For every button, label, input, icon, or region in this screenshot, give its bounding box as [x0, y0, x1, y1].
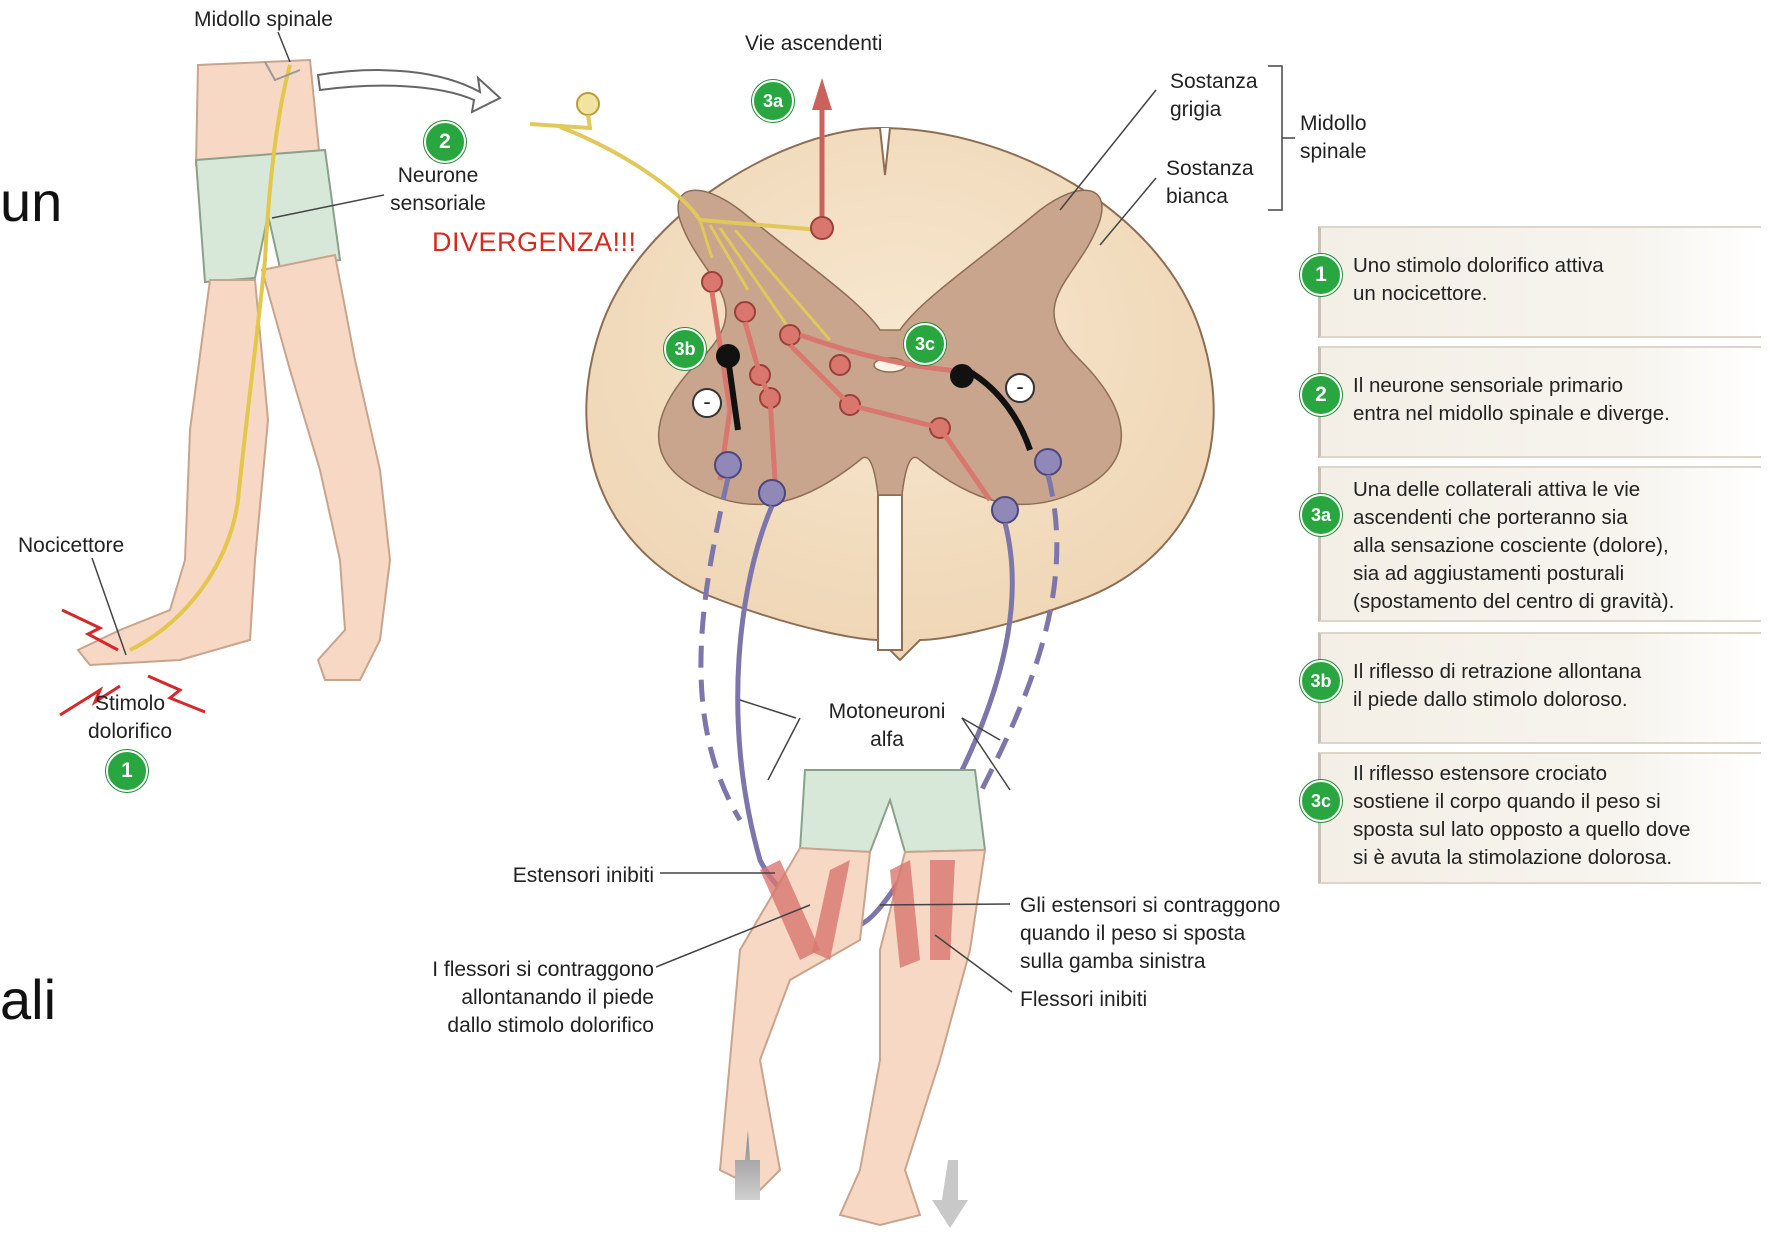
step-3a-text: Una delle collaterali attiva le vie asce… [1353, 476, 1753, 616]
badge-3c: 3c [904, 323, 946, 365]
label-flessori-contraggono: I flessori si contraggono allontanando i… [380, 956, 654, 1040]
step-1-badge: 1 [1300, 254, 1342, 296]
step-3c-panel: 3c Il riflesso estensore crociato sostie… [1318, 752, 1761, 884]
cord-zoom-arrow [318, 70, 500, 112]
label-midollo-spinale: Midollo spinale [194, 6, 333, 34]
label-divergenza: DIVERGENZA!!! [432, 228, 637, 256]
label-estensori-inibiti: Estensori inibiti [440, 862, 654, 890]
step-1-text: Uno stimolo dolorifico attiva un nocicet… [1353, 252, 1753, 308]
left-partial-bottom: ali [0, 970, 56, 1030]
badge-3a: 3a [752, 80, 794, 122]
lower-shorts [800, 770, 985, 852]
label-neurone-sensoriale: Neurone sensoriale [384, 162, 492, 218]
minus-sign-right: - [1005, 373, 1035, 403]
label-midollo-spinale-brace: Midollo spinale [1300, 110, 1367, 166]
badge-1: 1 [106, 750, 148, 792]
left-partial-top: un [0, 172, 62, 232]
step-2-panel: 2 Il neurone sensoriale primario entra n… [1318, 346, 1761, 458]
label-sostanza-grigia: Sostanza grigia [1170, 68, 1258, 124]
label-sostanza-bianca: Sostanza bianca [1166, 155, 1254, 211]
label-motoneuroni-alfa: Motoneuroni alfa [812, 698, 962, 754]
step-2-text: Il neurone sensoriale primario entra nel… [1353, 372, 1753, 428]
sensory-soma [577, 93, 599, 115]
step-3a-panel: 3a Una delle collaterali attiva le vie a… [1318, 466, 1761, 622]
step-1-panel: 1 Uno stimolo dolorifico attiva un nocic… [1318, 226, 1761, 338]
step-3b-badge: 3b [1300, 660, 1342, 702]
step-3b-panel: 3b Il riflesso di retrazione allontana i… [1318, 632, 1761, 744]
step-3c-badge: 3c [1300, 780, 1342, 822]
label-nocicettore: Nocicettore [18, 532, 124, 560]
spinal-cord [530, 78, 1214, 660]
label-estensori-contraggono: Gli estensori si contraggono quando il p… [1020, 892, 1280, 976]
step-2-badge: 2 [1300, 374, 1342, 416]
minus-sign-left: - [692, 388, 722, 418]
label-flessori-inibiti: Flessori inibiti [1020, 986, 1147, 1014]
inhibitory-right [950, 364, 974, 388]
step-3c-text: Il riflesso estensore crociato sostiene … [1353, 760, 1753, 872]
ascending-arrow [812, 78, 832, 110]
badge-3b: 3b [664, 328, 706, 370]
lower-figure [720, 770, 985, 1228]
label-vie-ascendenti: Vie ascendenti [745, 30, 882, 58]
step-3b-text: Il riflesso di retrazione allontana il p… [1353, 658, 1753, 714]
step-3a-badge: 3a [1300, 494, 1342, 536]
label-stimolo-dolorifico: Stimolo dolorifico [72, 690, 188, 746]
down-arrow [932, 1160, 968, 1228]
badge-2: 2 [424, 121, 466, 163]
inhibitory-left [716, 344, 740, 368]
